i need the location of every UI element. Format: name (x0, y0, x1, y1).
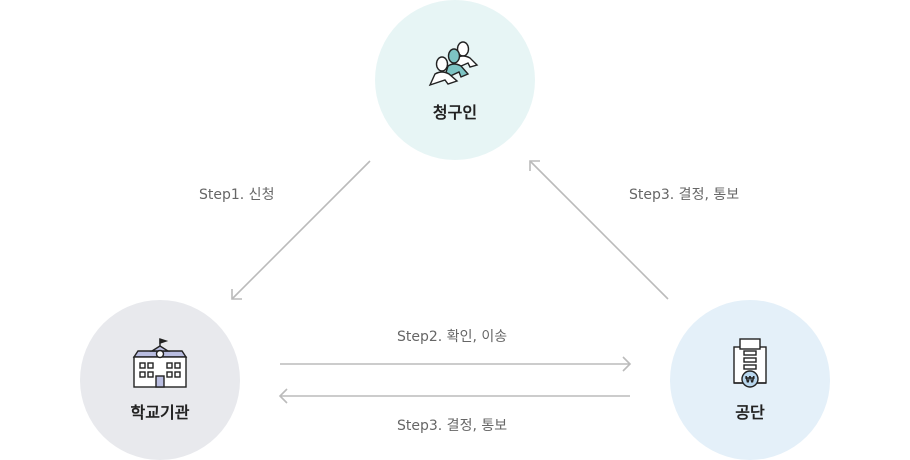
arrowhead-claimant (529, 160, 540, 171)
agency-node: ₩ 공단 (670, 300, 830, 460)
agency-label: 공단 (735, 403, 765, 422)
people-icon (428, 41, 479, 87)
school-building-icon (132, 338, 188, 388)
step3-right-label: Step3. 결정, 통보 (629, 187, 740, 203)
arrowhead-school (231, 289, 242, 300)
arrowhead-school-bottom (278, 388, 288, 404)
claimant-label: 청구인 (432, 103, 478, 122)
school-node: 학교기관 (80, 300, 240, 460)
claimant-node: 청구인 (375, 0, 535, 160)
svg-text:₩: ₩ (745, 376, 755, 386)
arrow-claimant-to-school (231, 160, 371, 300)
arrowhead-agency (622, 356, 632, 372)
arrow-agency-to-claimant (529, 160, 669, 300)
step1-label: Step1. 신청 (199, 187, 275, 203)
step3-bottom-label: Step3. 결정, 통보 (397, 418, 508, 434)
step2-label: Step2. 확인, 이송 (397, 329, 508, 345)
won-building-icon: ₩ (733, 338, 767, 388)
school-label: 학교기관 (130, 403, 190, 422)
